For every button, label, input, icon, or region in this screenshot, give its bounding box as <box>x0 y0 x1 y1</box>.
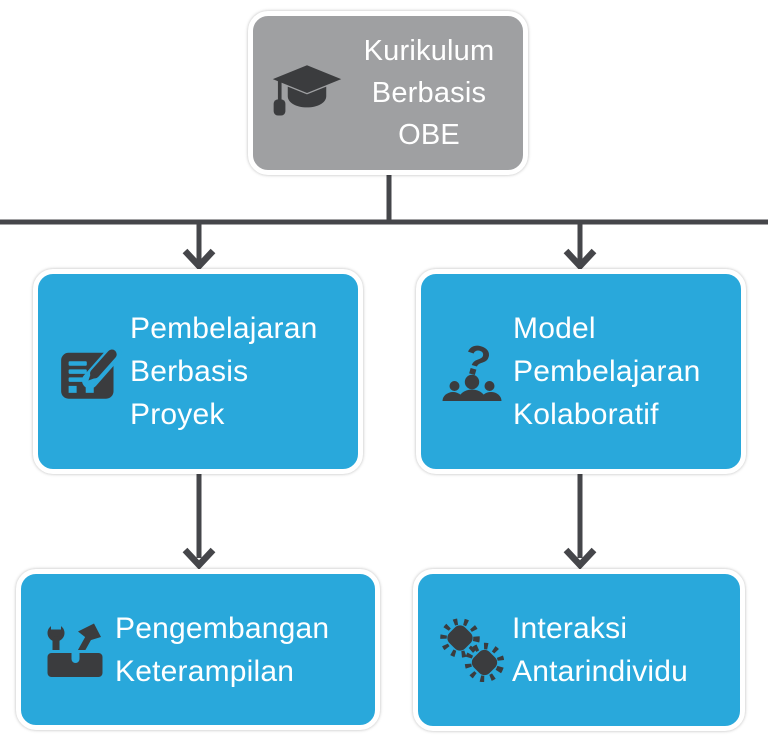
people-question-icon: ? <box>441 341 505 403</box>
node-label-model-kolaboratif: Model Pembelajaran Kolaboratif <box>513 312 701 431</box>
node-pembelajaran-proyek: Pembelajaran Berbasis Proyek <box>33 269 363 474</box>
toolbox-icon <box>41 619 107 681</box>
node-label-interaksi-antarindividu: Interaksi Antarindividu <box>512 612 689 688</box>
node-label-pembelajaran-proyek: Pembelajaran Berbasis Proyek <box>130 312 318 431</box>
node-interaksi-antarindividu: Interaksi Antarindividu <box>413 569 745 731</box>
arrowhead-interaksi-icon <box>563 547 597 570</box>
document-pen-icon <box>58 341 122 403</box>
arrowhead-keterampilan-icon <box>182 547 216 570</box>
arrowhead-proyek-icon <box>182 248 216 271</box>
node-model-kolaboratif: ? Model Pembelajaran Kolaboratif <box>416 269 746 474</box>
arrowhead-kolaboratif-icon <box>563 248 597 271</box>
node-kurikulum-obe: Kurikulum Berbasis OBE <box>248 11 528 175</box>
node-pengembangan-keterampilan: Pengembangan Keterampilan <box>16 569 380 730</box>
node-label-kurikulum-obe: Kurikulum Berbasis OBE <box>363 35 495 151</box>
node-label-pengembangan-keterampilan: Pengembangan Keterampilan <box>115 611 330 688</box>
graduation-cap-icon <box>269 62 345 124</box>
hands-gears-icon <box>438 618 504 682</box>
